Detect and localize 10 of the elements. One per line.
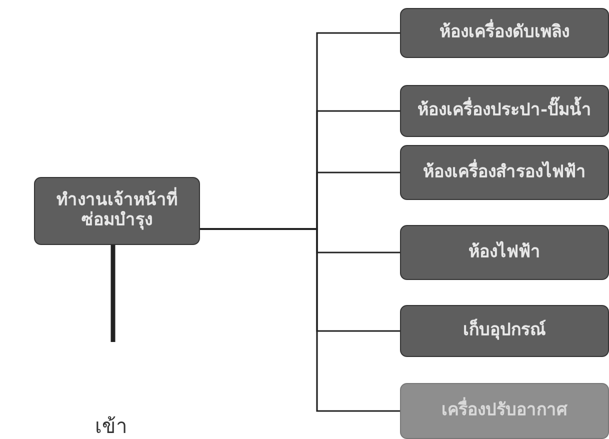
room-box: ห้องเครื่องประปา-ปั๊มน้ำ	[400, 85, 609, 137]
room-box: ห้องเครื่องดับเพลิง	[400, 8, 609, 58]
room-box: ทำงานเจ้าหน้าที่ ซ่อมบำรุง	[34, 177, 200, 245]
room-box: ห้องเครื่องสำรองไฟฟ้า	[400, 145, 609, 200]
room-box: ห้องไฟฟ้า	[400, 225, 609, 280]
room-box: เก็บอุปกรณ์	[400, 305, 609, 357]
room-box: เครื่องปรับอากาศ	[400, 383, 609, 439]
connector-line	[200, 228, 400, 412]
entrance-label: เข้า	[95, 413, 127, 439]
connector-line	[110, 245, 116, 342]
